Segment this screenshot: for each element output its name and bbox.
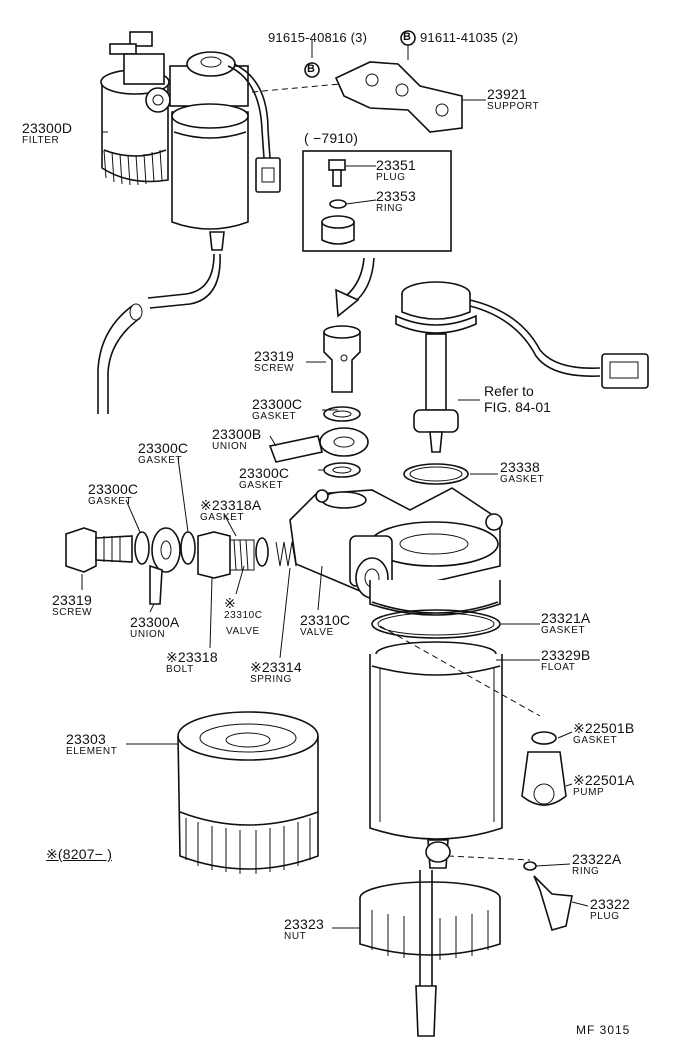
part-number: 23300C [88,481,139,497]
part-name: GASKET [541,625,586,636]
part-name: GASKET [252,411,297,422]
refer-line-2: FIG. 84-01 [484,399,551,415]
part-number: 23310C [300,612,351,628]
part-name: PUMP [573,787,605,798]
date-range-bottom: ※(8207− ) [46,846,113,862]
plug-ring-box-drawing [302,150,452,318]
figure-code: MF 3015 [576,1023,631,1037]
part-number: 23322A [572,851,622,867]
part-name: FILTER [22,135,60,146]
part-name: NUT [284,931,307,942]
part-name: SCREW [254,363,295,374]
part-number: 23321A [541,610,591,626]
part-name: GASKET [200,512,245,523]
part-number: ※22501A [573,772,635,788]
bolt-code-91615: 91615-40816 (3) [268,30,368,45]
date-range-top: ( −7910) [304,130,359,146]
part-number: 23323 [284,916,324,932]
filter-assembly-drawing [97,31,281,414]
part-name: FLOAT [541,662,576,673]
part-name: GASKET [138,455,183,466]
part-number: 23300D [22,120,73,136]
support-bracket-drawing [251,40,486,133]
bolt-markers [304,30,416,78]
part-name: BOLT [166,664,194,675]
element-drawing [177,711,319,874]
part-number: 23921 [487,86,527,102]
sedimenter-assembly-drawing [289,281,649,1037]
part-name: UNION [130,629,166,640]
part-number: 23329B [541,647,591,663]
part-number: 23300B [212,426,262,442]
part-name: SPRING [250,674,292,685]
part-name: VALVE [300,627,334,638]
part-name: ELEMENT [66,746,118,757]
part-number: ※23318 [166,649,218,665]
leader-lines [81,131,589,929]
part-number: 23322 [590,896,630,912]
part-number: 23338 [500,459,540,475]
part-number: 23319 [52,592,92,608]
part-name: RING [376,203,404,214]
l-valve-23310c-1: ※23310C [224,596,263,621]
part-name: PLUG [590,911,620,922]
part-number: ※ [224,595,236,611]
part-name: RING [572,866,600,877]
bolt-code-91611: 91611-41035 (2) [420,30,519,45]
part-number: 23319 [254,348,294,364]
refer-line-1: Refer to [484,383,534,399]
part-name: GASKET [573,735,618,746]
part-number: 23303 [66,731,106,747]
bolt-marker-letter-2: B [403,31,411,43]
part-number: ※22501B [573,720,635,736]
part-name: GASKET [500,474,545,485]
part-name: 23310C [224,610,263,621]
part-number: 23300C [138,440,189,456]
part-name: GASKET [239,480,284,491]
part-number: 23351 [376,157,416,173]
part-number: 23300C [239,465,290,481]
part-name: PLUG [376,172,406,183]
part-number: ※23318A [200,497,262,513]
bolt-marker-letter-1: B [307,63,315,75]
part-name: GASKET [88,496,133,507]
valve-name-extra: VALVE [226,626,260,637]
part-name: UNION [212,441,248,452]
part-number: 23300A [130,614,180,630]
part-name: SUPPORT [487,101,540,112]
part-number: 23300C [252,396,303,412]
part-name: SCREW [52,607,93,618]
part-number: 23353 [376,188,416,204]
part-number: ※23314 [250,659,302,675]
